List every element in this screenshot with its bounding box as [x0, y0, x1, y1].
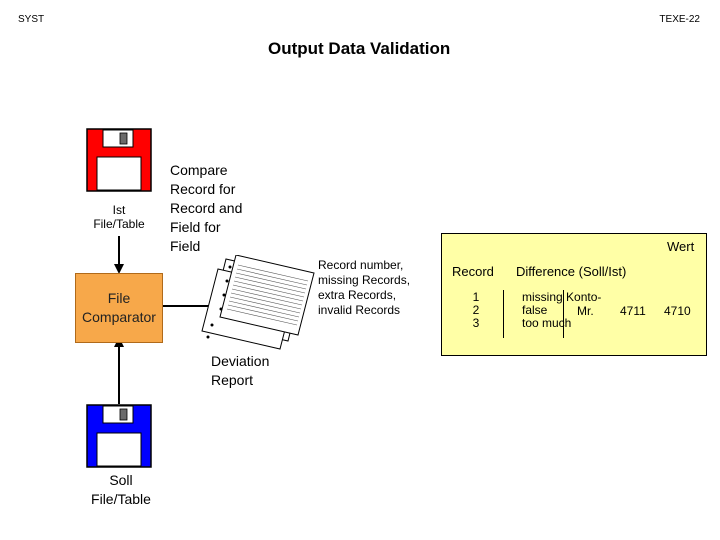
ist-to-comparator-line: [118, 236, 120, 272]
table-divider-right: [563, 290, 564, 338]
wert-ist-value: 4710: [664, 304, 691, 318]
record-numbers: 1 2 3: [472, 290, 480, 330]
difference-panel: [441, 233, 707, 356]
arrow-down-icon: [114, 264, 124, 274]
page-title: Output Data Validation: [268, 39, 451, 58]
soll-floppy-disk-icon: [86, 404, 152, 468]
table-divider-left: [503, 290, 504, 338]
compare-description: Compare Record for Record and Field for …: [170, 162, 243, 254]
difference-values: missing Konto- false too much: [522, 290, 602, 330]
file-comparator-box: File Comparator: [75, 273, 163, 343]
record-column-header: Record: [452, 264, 494, 279]
header-right: TEXE-22: [659, 14, 700, 25]
soll-to-comparator-line: [118, 342, 120, 404]
header-left: SYST: [18, 14, 45, 25]
ist-floppy-disk-icon: [86, 128, 152, 192]
soll-file-label: Soll File/Table: [91, 472, 151, 507]
wert-label: Wert: [667, 239, 695, 254]
mr-value: Mr.: [577, 304, 594, 318]
difference-column-header: Difference (Soll/Ist): [516, 264, 627, 279]
deviation-report-pages-icon: [201, 255, 315, 350]
deviation-report-label: Deviation Report: [211, 353, 270, 388]
comparator-to-report-line: [162, 305, 212, 307]
record-info-text: Record number, missing Records, extra Re…: [318, 258, 411, 317]
ist-file-label: Ist File/Table: [93, 203, 145, 231]
wert-soll-value: 4711: [620, 304, 646, 318]
